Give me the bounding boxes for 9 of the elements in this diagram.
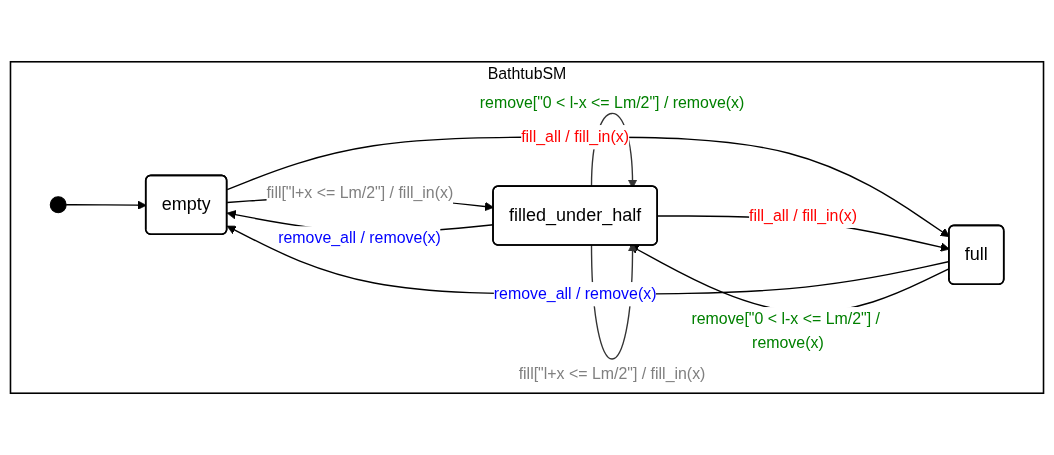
edge-label: remove["0 < l-x <= Lm/2"] / remove(x) xyxy=(691,309,880,352)
edge-label: fill_all / fill_in(x) xyxy=(749,205,857,224)
edge-label: fill_all / fill_in(x) xyxy=(521,127,630,146)
edge-label: remove["0 < l-x <= Lm/2"] / remove(x) xyxy=(479,93,745,111)
edge-label: remove_all / remove(x) xyxy=(493,284,657,303)
edge-label: fill["l+x <= Lm/2"] / fill_in(x) xyxy=(266,183,454,202)
edge-label: remove_all / remove(x) xyxy=(278,228,441,247)
node-circle xyxy=(49,196,67,214)
edge-label: fill["l+x <= Lm/2"] / fill_in(x) xyxy=(518,364,706,382)
